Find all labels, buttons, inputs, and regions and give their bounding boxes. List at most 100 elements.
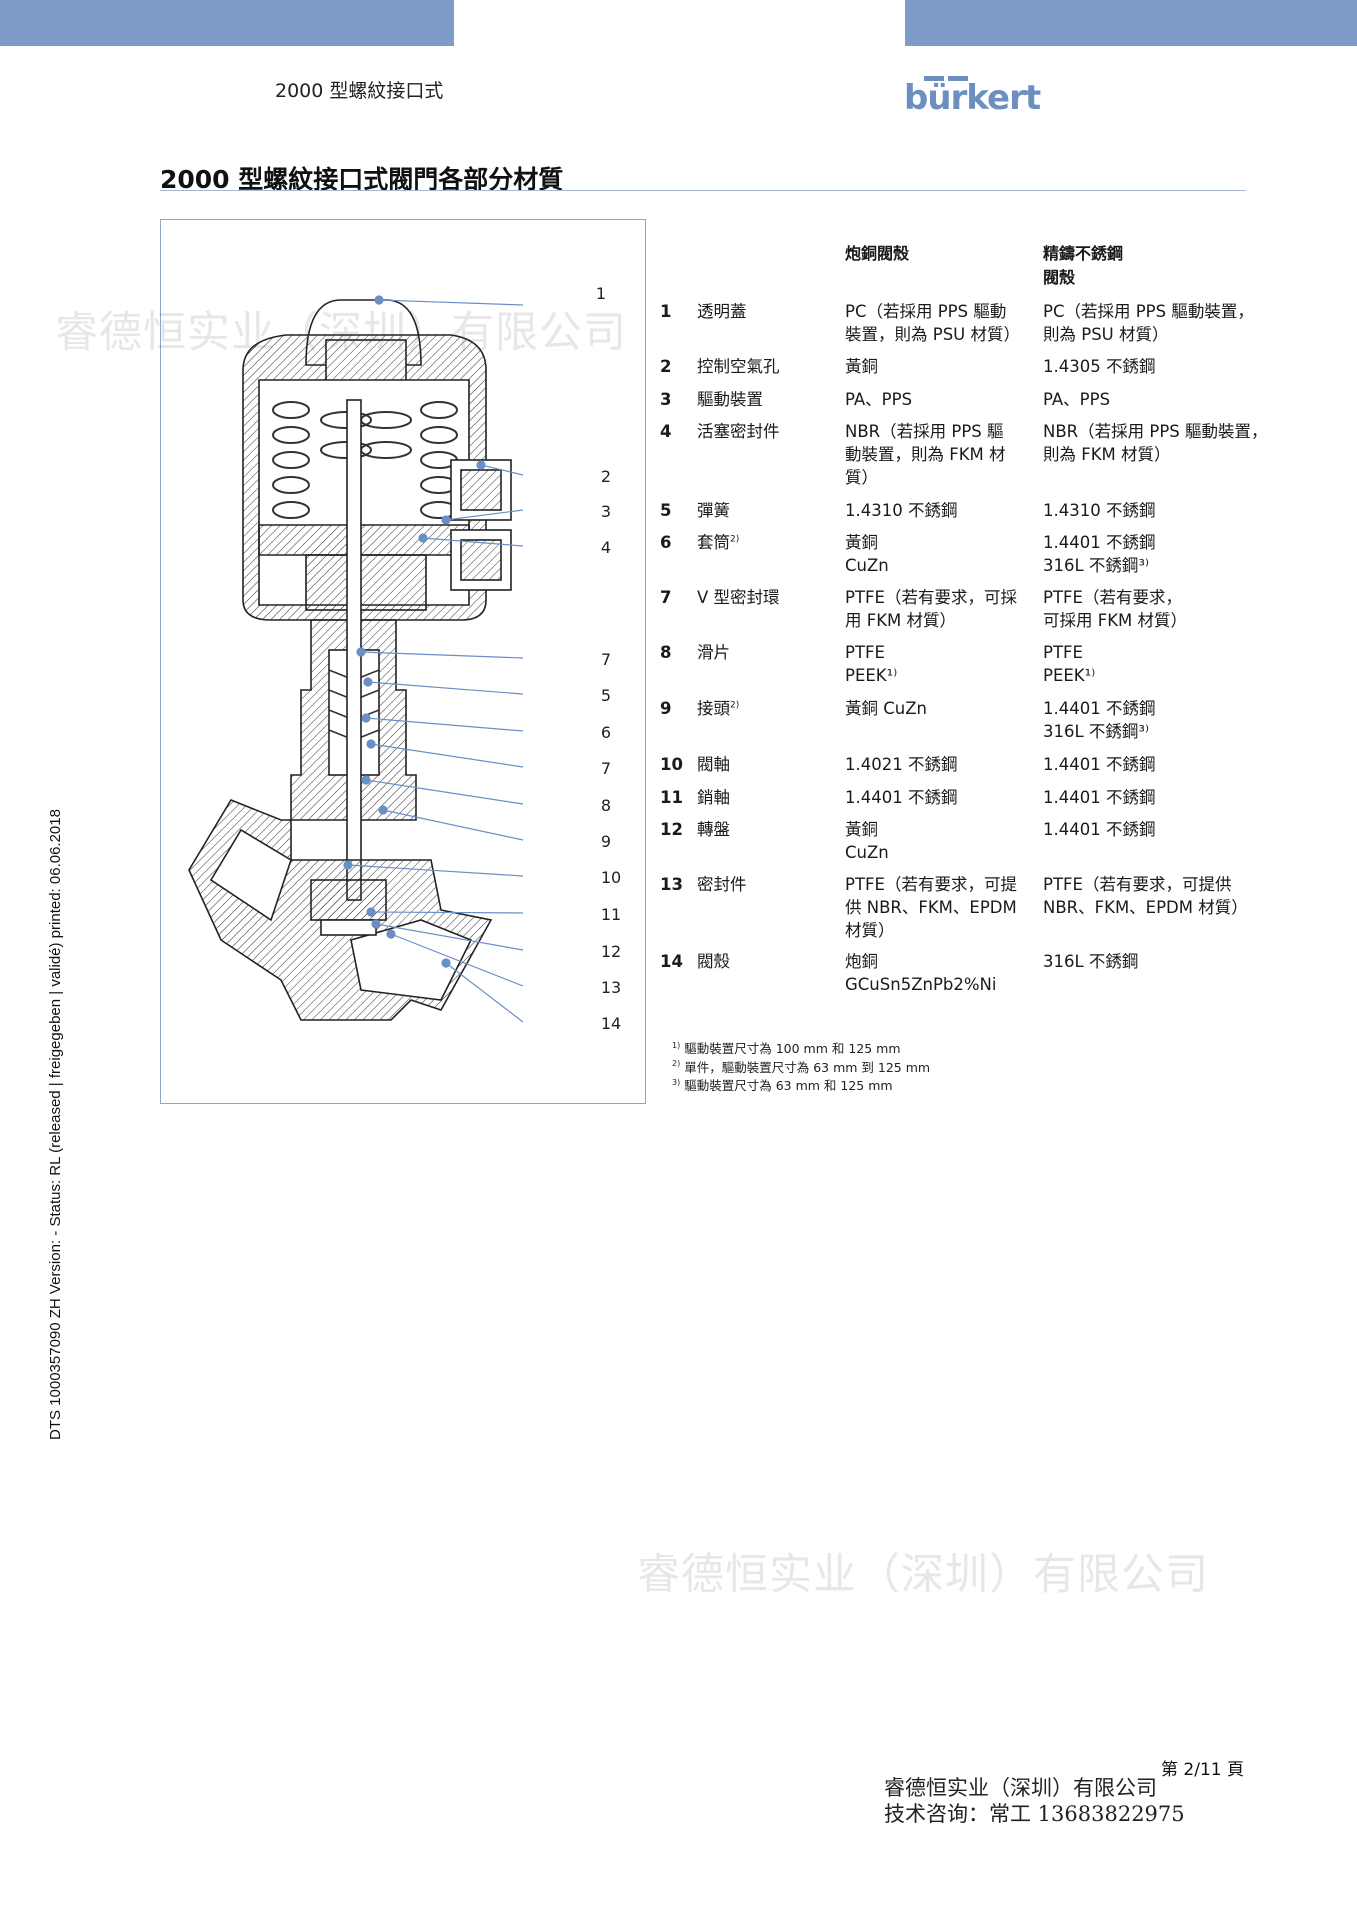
bronze-material-line: NBR（若採用 PPS 驅 [845,422,1004,441]
bronze-material: NBR（若採用 PPS 驅動裝置，則為 FKM 材質） [845,420,1035,489]
steel-material: 316L 不銹鋼 [1043,950,1278,973]
bronze-material-line: 黃銅 [845,820,878,839]
part-name: 活塞密封件 [697,420,837,443]
steel-material: PTFE PEEK¹⁾ [1043,641,1278,687]
part-name: 套筒2) [697,531,837,554]
steel-material: PC（若採用 PPS 驅動裝置，則為 PSU 材質） [1043,300,1278,346]
part-name-text: 閥殼 [697,952,730,971]
footnote-2: 2)單件，驅動裝置尺寸為 63 mm 到 125 mm [672,1059,930,1078]
row-number: 3 [660,390,672,409]
part-name: 透明蓋 [697,300,837,323]
part-name: 接頭2) [697,697,837,720]
col-header-steel-line2: 閥殼 [1043,268,1076,287]
steel-material-line: 1.4310 不銹鋼 [1043,501,1156,520]
bronze-material-line: 1.4310 不銹鋼 [845,501,958,520]
steel-material-line: PEEK¹⁾ [1043,666,1096,685]
steel-material-line: 1.4305 不銹鋼 [1043,357,1156,376]
part-footnote-mark: 2) [730,700,740,711]
callout-8: 8 [601,796,611,815]
footnote-text: 驅動裝置尺寸為 63 mm 和 125 mm [684,1078,893,1093]
part-name-text: 銷軸 [697,788,730,807]
bronze-material-line: PEEK¹⁾ [845,666,898,685]
page-number: 第 2/11 頁 [1161,1760,1244,1780]
steel-material-line: 316L 不銹鋼 [1043,952,1139,971]
part-name: 閥殼 [697,950,837,973]
row-number: 11 [660,788,683,807]
steel-material-line: 1.4401 不銹鋼 [1043,755,1156,774]
steel-material-line: 1.4401 不銹鋼 [1043,820,1156,839]
callout-labels: 1 2 3 4 7 5 6 7 8 9 10 11 12 13 14 [596,284,621,1033]
logo-mark-right [948,76,968,81]
part-name-text: 閥軸 [697,755,730,774]
part-name-text: 套筒 [697,533,730,552]
bronze-material-line: CuZn [845,843,889,862]
steel-material-line: 則為 FKM 材質） [1043,445,1171,464]
valve-cross-section-figure: 1 2 3 4 7 5 6 7 8 9 10 11 12 13 14 [160,219,646,1104]
steel-material-line: 1.4401 不銹鋼 [1043,788,1156,807]
part-name-text: 密封件 [697,875,747,894]
row-number: 10 [660,755,683,774]
bronze-material-line: 1.4401 不銹鋼 [845,788,958,807]
steel-material: NBR（若採用 PPS 驅動裝置， 則為 FKM 材質） [1043,420,1278,466]
part-name-text: 滑片 [697,643,730,662]
bronze-material-line: 黃銅 [845,357,878,376]
document-status-side-text: DTS 1000357090 ZH Version: - Status: RL … [47,809,64,1440]
bronze-material-line: PC（若採用 PPS 驅動 [845,302,1007,321]
callout-7a: 7 [601,650,611,669]
footnote-mark: 1) [672,1040,681,1050]
part-name: V 型密封環 [697,586,837,609]
bronze-material: 黃銅 CuZn [845,697,1035,720]
col-header-steel: 精鑄不銹鋼 閥殼 [1043,242,1123,290]
steel-material-line: PC（若採用 PPS 驅動裝置， [1043,302,1254,321]
steel-material-line: NBR（若採用 PPS 驅動裝置， [1043,422,1268,441]
col-header-steel-line1: 精鑄不銹鋼 [1043,244,1124,263]
bronze-material: PTFE（若有要求，可採用 FKM 材質） [845,586,1035,632]
part-name-text: 透明蓋 [697,302,747,321]
row-number: 14 [660,952,683,971]
footnote-text: 驅動裝置尺寸為 100 mm 和 125 mm [684,1041,901,1056]
bronze-material: 1.4401 不銹鋼 [845,786,1035,809]
bronze-material-line: 裝置，則為 PSU 材質） [845,325,1020,344]
callout-4: 4 [601,538,611,557]
bronze-material-line: GCuSn5ZnPb2%Ni [845,975,997,994]
callout-13: 13 [601,978,621,997]
bronze-material-line: PTFE（若有要求，可提 [845,875,1017,894]
bronze-material: PC（若採用 PPS 驅動裝置，則為 PSU 材質） [845,300,1035,346]
part-name: 轉盤 [697,818,837,841]
steel-material-line: 1.4401 不銹鋼 [1043,533,1156,552]
page-title: 2000 型螺紋接口式閥門各部分材質 [160,165,564,194]
stamp-company: 睿德恒实业（深圳）有限公司 [884,1776,1157,1800]
steel-material-line: PA、PPS [1043,390,1111,409]
part-name-text: 彈簧 [697,501,730,520]
stamp-contact: 技术咨询：常工 13683822975 [884,1802,1185,1826]
steel-material-line: PTFE（若有要求，可提供 [1043,875,1232,894]
footnote-mark: 2) [672,1059,681,1069]
bronze-material-line: 用 FKM 材質） [845,611,957,630]
callout-2: 2 [601,467,611,486]
bronze-material-line: 材質） [845,921,895,940]
steel-material-line: 1.4401 不銹鋼 [1043,699,1156,718]
steel-material: 1.4401 不銹鋼 [1043,818,1278,841]
bronze-material-line: 黃銅 [845,533,878,552]
bronze-material: 1.4021 不銹鋼 [845,753,1035,776]
bronze-material-line: 黃銅 CuZn [845,699,927,718]
steel-material-line: 可採用 FKM 材質） [1043,611,1188,630]
part-name-text: V 型密封環 [697,588,780,607]
bronze-material-line: 動裝置，則為 FKM 材 [845,445,1006,464]
steel-material-line: PTFE [1043,643,1083,662]
bronze-material-line: 1.4021 不銹鋼 [845,755,958,774]
row-number: 13 [660,875,683,894]
bronze-material-line: PA、PPS [845,390,913,409]
bronze-material-line: 質） [845,468,878,487]
row-number: 12 [660,820,683,839]
callout-9: 9 [601,832,611,851]
header-bar-right [905,0,1357,46]
part-name-text: 驅動裝置 [697,390,763,409]
watermark-bottom: 睿德恒实业（深圳）有限公司 [637,1550,1209,1600]
bronze-material-line: 炮銅 [845,952,878,971]
bronze-material: PA、PPS [845,388,1035,411]
bronze-material: 黃銅 CuZn [845,818,1035,864]
